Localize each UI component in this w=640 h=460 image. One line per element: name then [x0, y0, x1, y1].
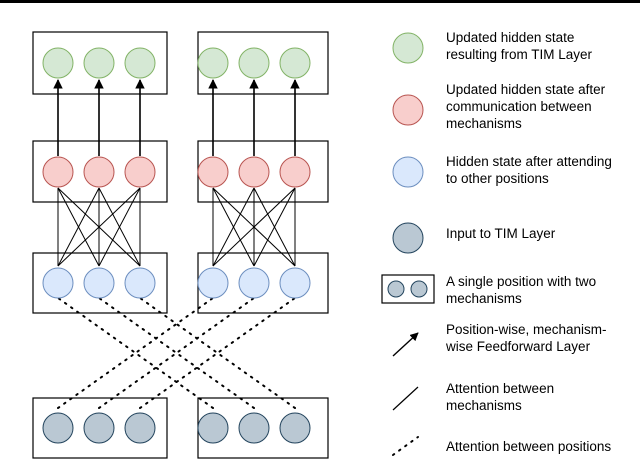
comm-nodes: [42, 156, 311, 188]
legend-line: Hidden state after attending: [446, 154, 612, 169]
legend-line: resulting from TIM Layer: [446, 47, 593, 62]
position-attention-lines: [57, 297, 296, 409]
legend-line: to other positions: [446, 171, 549, 186]
node-blue: [42, 267, 74, 299]
legend-line: Input to TIM Layer: [446, 226, 556, 241]
input-nodes: [42, 412, 311, 444]
node-blue: [124, 267, 156, 299]
legend-position-node: [387, 280, 405, 298]
node-gray: [238, 412, 270, 444]
feedforward-arrows: [53, 79, 300, 156]
legend-line: mechanisms: [446, 291, 522, 306]
legend-blue-swatch: [392, 156, 424, 188]
legend-dotted-line: [392, 436, 419, 456]
node-blue: [279, 267, 311, 299]
legend-line: A single position with two: [446, 274, 596, 289]
node-gray: [197, 412, 229, 444]
node-blue: [197, 267, 229, 299]
left-output-box: [32, 31, 168, 95]
legend-line: communication between: [446, 99, 592, 114]
node-green: [197, 47, 229, 79]
node-blue: [238, 267, 270, 299]
legend-green-swatch: [392, 32, 424, 64]
legend-dotted-text: Attention between positions: [446, 439, 611, 454]
output-nodes: [42, 47, 311, 79]
legend-position-text: A single position with two mechanisms: [446, 274, 600, 306]
node-red: [42, 156, 74, 188]
left-input-box: [32, 397, 168, 459]
legend: Updated hidden state resulting from TIM …: [381, 30, 616, 456]
legend-line: Position-wise, mechanism-: [446, 322, 607, 337]
legend-solid-line: [392, 386, 419, 411]
legend-solid-text: Attention between mechanisms: [446, 381, 558, 413]
legend-arrow: [392, 332, 419, 357]
legend-position-node: [410, 280, 428, 298]
node-green: [83, 47, 115, 79]
node-green: [279, 47, 311, 79]
node-red: [83, 156, 115, 188]
legend-gray-swatch: [392, 222, 424, 254]
legend-red-swatch: [392, 94, 424, 126]
left-comm-box: [32, 140, 168, 203]
legend-position-box: [381, 274, 435, 304]
node-gray: [279, 412, 311, 444]
legend-gray-text: Input to TIM Layer: [446, 226, 556, 241]
legend-red-text: Updated hidden state after communication…: [446, 82, 609, 131]
legend-line: Attention between positions: [446, 439, 611, 454]
attend-nodes: [42, 267, 311, 299]
node-red: [279, 156, 311, 188]
node-red: [197, 156, 229, 188]
legend-green-text: Updated hidden state resulting from TIM …: [446, 30, 593, 62]
legend-line: Attention between: [446, 381, 554, 396]
legend-blue-text: Hidden state after attending to other po…: [446, 154, 616, 186]
node-blue: [83, 267, 115, 299]
legend-line: mechanisms: [446, 116, 522, 131]
legend-arrow-text: Position-wise, mechanism- wise Feedforwa…: [445, 322, 610, 354]
right-mechanism-attention-lines: [212, 187, 296, 267]
node-gray: [42, 412, 74, 444]
left-mechanism-attention-lines: [57, 187, 141, 267]
legend-line: Updated hidden state: [446, 30, 574, 45]
node-green: [42, 47, 74, 79]
node-gray: [124, 412, 156, 444]
legend-line: wise Feedforward Layer: [445, 339, 591, 354]
legend-line: mechanisms: [446, 398, 522, 413]
legend-line: Updated hidden state after: [446, 82, 606, 97]
node-green: [238, 47, 270, 79]
node-red: [238, 156, 270, 188]
top-border: [0, 0, 640, 3]
left-attend-box: [32, 252, 168, 314]
node-gray: [83, 412, 115, 444]
node-red: [124, 156, 156, 188]
node-green: [124, 47, 156, 79]
